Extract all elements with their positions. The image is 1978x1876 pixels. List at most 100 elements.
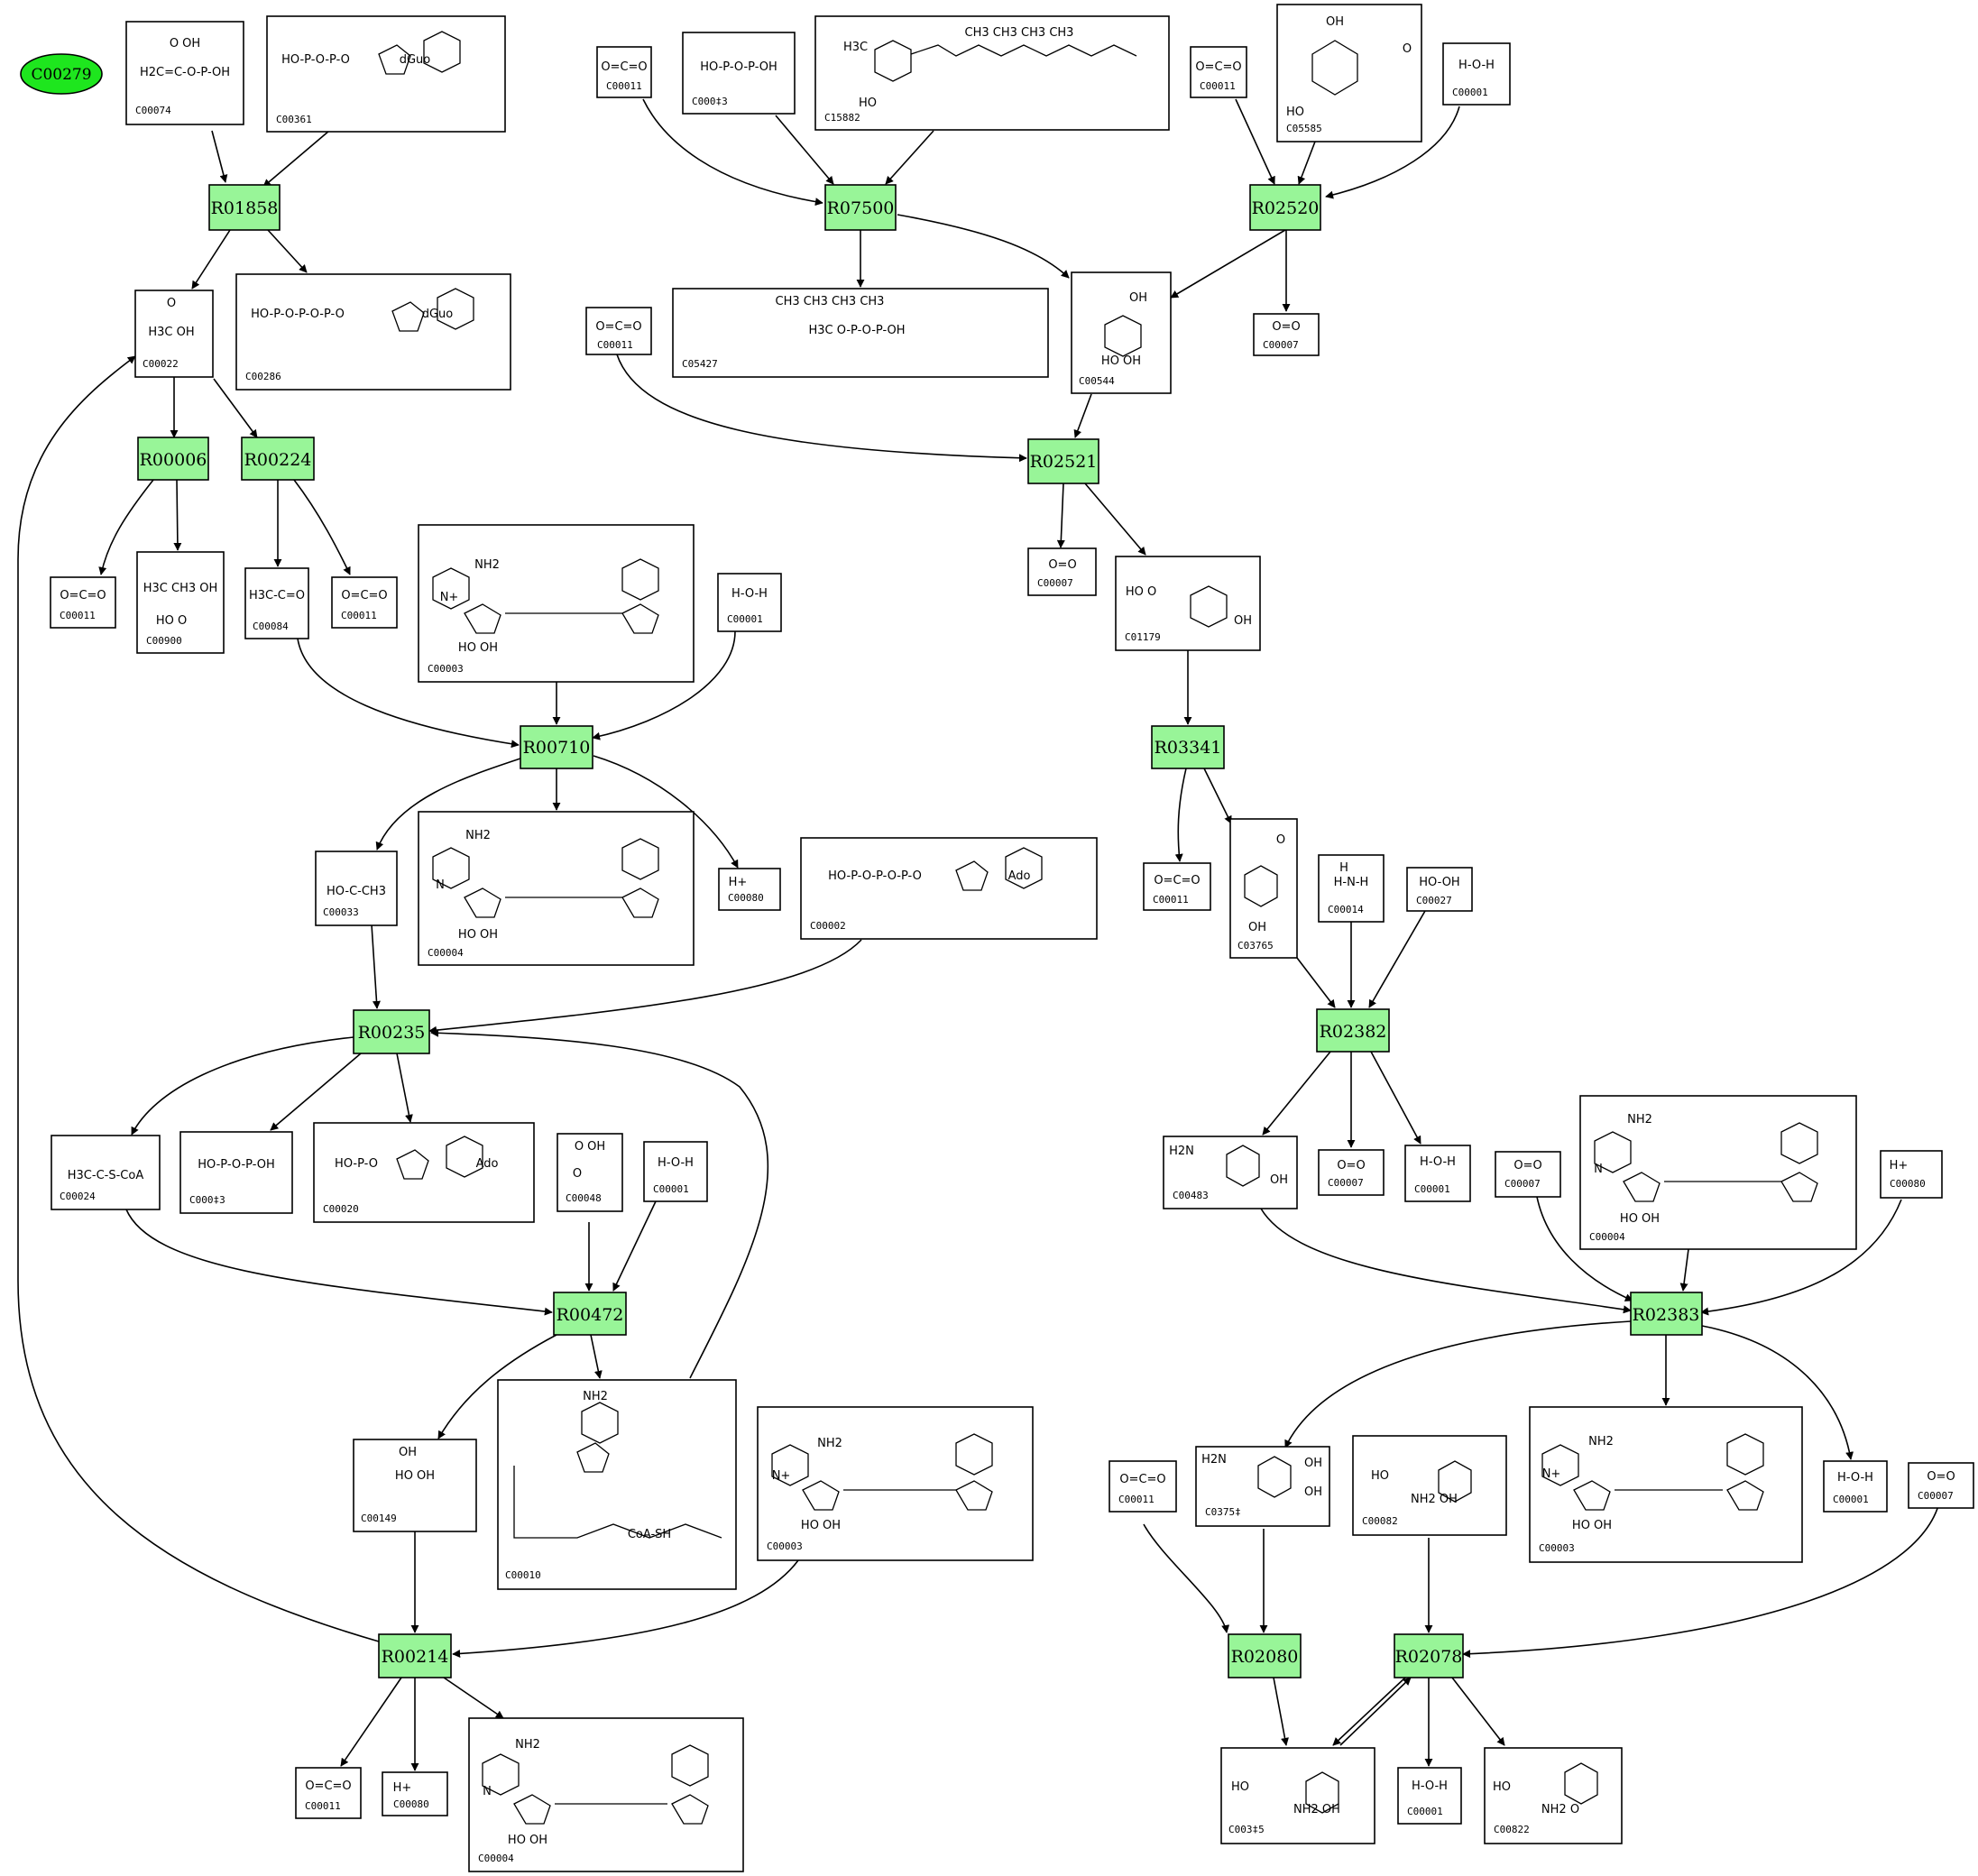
ring-icon [482, 1753, 520, 1796]
structure-text: O OH [575, 1140, 605, 1154]
compound-label: C00020 [323, 1203, 359, 1215]
compound-node[interactable]: H3C CH3 OH HO O C00900 [136, 551, 225, 654]
reaction-node[interactable]: R02080 [1228, 1633, 1302, 1678]
compound-node[interactable]: H3C-C=O C00084 [244, 567, 309, 639]
reaction-node[interactable]: R01858 [208, 184, 281, 231]
reaction-node[interactable]: R07500 [824, 184, 897, 231]
compound-node[interactable]: HO NH2 OH C00082 [1352, 1435, 1507, 1536]
compound-node[interactable]: NH2 N+ HO OH C00003 [418, 524, 695, 683]
compound-label: C00011 [305, 1800, 341, 1812]
reaction-node[interactable]: R02521 [1027, 438, 1099, 484]
compound-node[interactable]: NH2 N+ HO OH C00003 [757, 1406, 1034, 1561]
structure-text: NH2 [583, 1390, 608, 1403]
compound-node[interactable]: H-O-H C00001 [643, 1141, 708, 1202]
structure-text: O=O [1337, 1159, 1365, 1172]
reaction-node[interactable]: R00006 [137, 437, 209, 481]
reaction-node[interactable]: R00235 [353, 1009, 430, 1054]
compound-label: C00011 [1200, 80, 1236, 92]
compound-node[interactable]: O=C=O C00011 [585, 307, 652, 355]
compound-label: C00007 [1504, 1178, 1541, 1190]
compound-node[interactable]: HO O OH C01179 [1115, 556, 1261, 651]
compound-node[interactable]: H2N OH C00483 [1163, 1136, 1298, 1209]
compound-node[interactable]: H+ C00080 [718, 868, 781, 911]
structure-text: OH [1326, 15, 1344, 29]
compound-node[interactable]: H-N-H H C00014 [1318, 854, 1385, 923]
compound-node[interactable]: H-O-H C00001 [1397, 1767, 1462, 1825]
reaction-node[interactable]: R02078 [1394, 1633, 1464, 1678]
reaction-node[interactable]: R00710 [520, 725, 593, 769]
compound-node[interactable]: O=O C00007 [1318, 1149, 1385, 1196]
compound-node[interactable]: O=C=O C00011 [295, 1767, 362, 1819]
compound-node[interactable]: O OH C03765 [1229, 818, 1298, 959]
ring-icon [1311, 40, 1358, 96]
compound-node[interactable]: HO-P-O-P-O-P-O Ado C00002 [800, 837, 1098, 940]
compound-node[interactable]: OH HO OH C00544 [1071, 271, 1172, 394]
compound-node[interactable]: HO-P-O-P-O-P-O dGuo C00286 [235, 273, 511, 391]
compound-node[interactable]: H2N OH OH C0375‡ [1195, 1446, 1330, 1527]
compound-node[interactable]: NH2 N HO OH C00004 [468, 1717, 744, 1872]
compound-label: C00004 [1589, 1231, 1625, 1243]
reaction-node[interactable]: R03341 [1151, 725, 1225, 769]
compound-node[interactable]: HO-P-O Ado C00020 [313, 1122, 535, 1223]
compound-node[interactable]: O=C=O C00011 [1143, 862, 1211, 911]
compound-node[interactable]: NH2 N HO OH C00004 [1579, 1095, 1857, 1250]
ring-icon [1244, 865, 1278, 907]
compound-node[interactable]: HO-P-O-P-OH C000‡3 [682, 32, 796, 115]
edge [191, 229, 231, 290]
reaction-node[interactable]: R02520 [1249, 184, 1321, 231]
compound-node[interactable]: H-O-H C00001 [1442, 42, 1511, 106]
compound-node[interactable]: HO OH OH C00149 [353, 1439, 477, 1532]
compound-label: C00080 [728, 892, 764, 904]
compound-node[interactable]: HO NH2 OH C003‡5 [1220, 1747, 1375, 1844]
structure-text: OH [399, 1446, 417, 1459]
compound-node[interactable]: H3C-C-S-CoA C00024 [51, 1135, 161, 1210]
reaction-node[interactable]: R02383 [1630, 1292, 1703, 1336]
compound-node[interactable]: CH3 CH3 CH3 CH3 H3C O-P-O-P-OH C05427 [672, 288, 1049, 378]
structure-text: HO OH [458, 928, 498, 942]
compound-node[interactable]: NH2 N+ HO OH C00003 [1529, 1406, 1803, 1563]
edge [211, 130, 228, 183]
structure-text: H-O-H [1412, 1779, 1448, 1793]
compound-node[interactable]: HO NH2 O C00822 [1484, 1747, 1623, 1844]
compound-node[interactable]: NH2 N HO OH C00004 [418, 811, 695, 966]
compound-label: C00011 [341, 610, 377, 621]
compound-node[interactable]: O=O C00007 [1027, 547, 1097, 596]
compound-node[interactable]: O=C=O C00011 [331, 576, 398, 629]
compound-node[interactable]: NH2 CoA-SH C00010 [497, 1379, 737, 1590]
reaction-node[interactable]: R00214 [378, 1633, 452, 1678]
structure-text: HO OH [458, 641, 498, 655]
edge [612, 1200, 657, 1292]
compound-node[interactable]: O=O C00007 [1908, 1462, 1974, 1509]
compound-node[interactable]: HO-P-O-P-OH C000‡3 [179, 1131, 293, 1214]
compound-node[interactable]: O=C=O C00011 [596, 46, 652, 98]
compound-node[interactable]: O OH O C00048 [557, 1133, 623, 1212]
compound-node[interactable]: H+ C00080 [382, 1771, 448, 1816]
reaction-node[interactable]: R00472 [553, 1292, 627, 1336]
structure-text: NH2 [515, 1738, 540, 1752]
reaction-node[interactable]: R02382 [1316, 1008, 1390, 1053]
structure-text: H3C OH [148, 326, 194, 339]
compound-label: C03765 [1237, 940, 1274, 952]
compound-node[interactable]: H3C HO CH3 CH3 CH3 CH3 C15882 [814, 15, 1170, 131]
compound-node[interactable]: O=C=O C00011 [1190, 46, 1247, 98]
compound-node[interactable]: H-O-H C00001 [1823, 1460, 1888, 1513]
sugar-ring-icon [621, 603, 659, 634]
reaction-label: R00235 [358, 1023, 426, 1043]
compound-node[interactable]: H+ C00080 [1880, 1150, 1943, 1199]
compound-node[interactable]: HO-P-O-P-O dGuo C00361 [266, 15, 506, 133]
reaction-node[interactable]: R00224 [241, 437, 315, 481]
edge [1297, 141, 1316, 185]
compound-node[interactable]: O=C=O C00011 [1109, 1460, 1177, 1513]
structure-text: N+ [1542, 1467, 1561, 1481]
compound-node[interactable]: O OH H2C=C-O-P-OH C00074 [125, 21, 244, 125]
compound-node[interactable]: H-O-H C00001 [1404, 1145, 1471, 1202]
compound-node[interactable]: HO-OH C00027 [1406, 867, 1473, 912]
compound-node[interactable]: O=C=O C00011 [50, 576, 116, 629]
compound-node[interactable]: H-O-H C00001 [717, 573, 782, 632]
compound-node[interactable]: O H3C OH C00022 [134, 290, 214, 378]
root-node[interactable]: C00279 [20, 53, 103, 95]
compound-node[interactable]: HO-C-CH3 C00033 [315, 851, 398, 926]
compound-node[interactable]: OH O HO C05585 [1276, 4, 1422, 143]
compound-node[interactable]: O=O C00007 [1495, 1151, 1561, 1198]
compound-node[interactable]: O=O C00007 [1253, 313, 1320, 356]
